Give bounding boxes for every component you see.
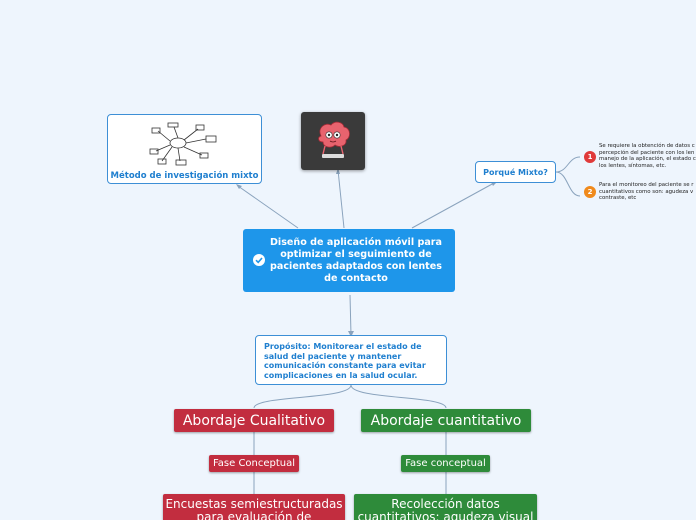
cualitativo-leaf-text: Encuestas semiestructuradas para evaluac… bbox=[165, 497, 343, 520]
note-1-line: Se requiere la obtención de datos c bbox=[599, 143, 695, 149]
note-1-line: percepción del paciente con los len bbox=[599, 149, 695, 156]
note-2[interactable]: Para el monitoreo del paciente se r cuan… bbox=[599, 182, 693, 202]
proposito-node[interactable]: Propósito: Monitorear el estado de salud… bbox=[255, 335, 447, 385]
note-1-line: manejo de la aplicación, el estado c bbox=[599, 156, 696, 163]
central-title: Diseño de aplicación móvil para optimiza… bbox=[269, 236, 443, 284]
encuestas-node[interactable]: Encuestas semiestructuradas para evaluac… bbox=[163, 494, 345, 520]
note-1[interactable]: Se requiere la obtención de datos c perc… bbox=[599, 143, 696, 169]
cuantitativo-label: Abordaje cuantitativo bbox=[370, 412, 522, 429]
metodo-card[interactable]: Método de investigación mixto bbox=[107, 114, 262, 184]
abordaje-cuantitativo-node[interactable]: Abordaje cuantitativo bbox=[361, 409, 531, 432]
metodo-label: Método de investigación mixto bbox=[110, 171, 259, 181]
cualitativo-phase-label: Fase Conceptual bbox=[212, 458, 296, 469]
fase-conceptual-cualitativo[interactable]: Fase Conceptual bbox=[209, 455, 299, 472]
abordaje-cualitativo-node[interactable]: Abordaje Cualitativo bbox=[174, 409, 334, 432]
porque-label: Porqué Mixto? bbox=[483, 167, 548, 177]
note-2-line: Para el monitoreo del paciente se r bbox=[599, 182, 694, 188]
proposito-text: Propósito: Monitorear el estado de salud… bbox=[264, 342, 426, 380]
checkmark-icon bbox=[253, 254, 265, 266]
central-topic[interactable]: Diseño de aplicación móvil para optimiza… bbox=[243, 229, 455, 292]
fase-conceptual-cuantitativo[interactable]: Fase conceptual bbox=[401, 455, 490, 472]
porque-mixto-node[interactable]: Porqué Mixto? bbox=[475, 161, 556, 183]
badge-2-icon: 2 bbox=[584, 186, 596, 198]
brain-image-card[interactable] bbox=[301, 112, 365, 170]
note-2-line: cuantitativos como son: agudeza v bbox=[599, 188, 694, 195]
mindmap-sketch-icon bbox=[149, 122, 217, 166]
note-1-line: los lentes, síntomas, etc. bbox=[599, 162, 667, 169]
cuantitativo-phase-label: Fase conceptual bbox=[405, 458, 486, 469]
cuantitativo-leaf-text: Recolección datos cuantitativos: agudeza… bbox=[357, 497, 534, 520]
brain-character-icon bbox=[318, 121, 350, 158]
recoleccion-node[interactable]: Recolección datos cuantitativos: agudeza… bbox=[354, 494, 537, 520]
badge-1-icon: 1 bbox=[584, 151, 596, 163]
note-2-line: contraste, etc bbox=[599, 195, 637, 202]
cualitativo-label: Abordaje Cualitativo bbox=[182, 412, 326, 429]
